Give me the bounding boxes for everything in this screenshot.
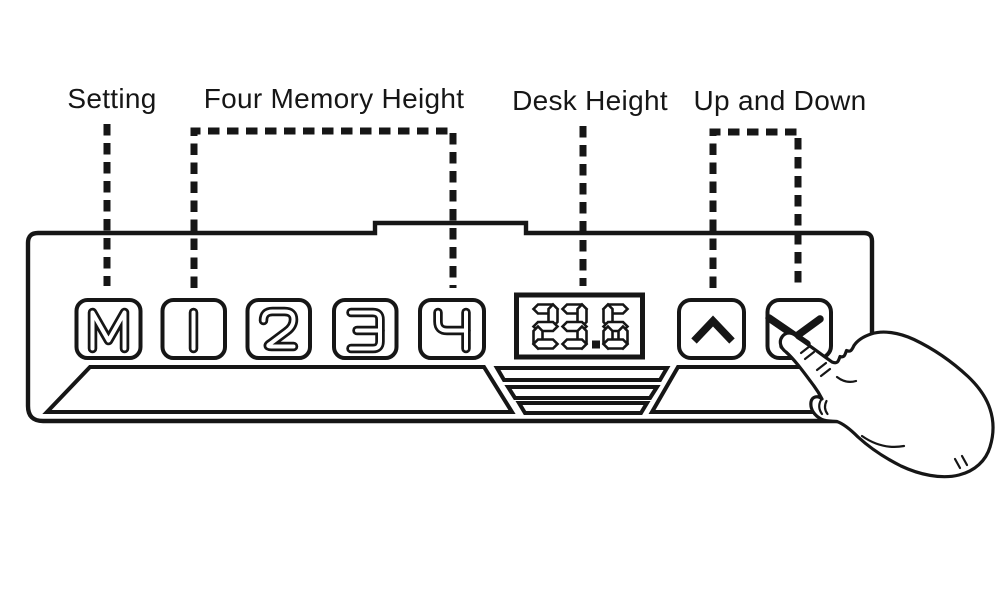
grille-slat: [504, 385, 661, 400]
hand-outline: [778, 330, 995, 479]
memory-preset-4-button[interactable]: [418, 298, 486, 360]
label-desk-height: Desk Height: [512, 85, 668, 116]
memory-preset-1-button[interactable]: [160, 298, 227, 360]
memory-preset-3-glyph: [346, 307, 385, 354]
panel-lower-trim: [42, 365, 864, 415]
memory-preset-2-glyph: [258, 306, 299, 352]
label-up-and-down: Up and Down: [693, 85, 867, 116]
memory-preset-4-glyph: [433, 307, 471, 354]
pointing-hand-illustration: [778, 330, 995, 479]
hand-detail-lines: [799, 344, 969, 470]
grille-slat: [515, 401, 651, 415]
speaker-grille: [493, 366, 671, 415]
left-trim-panel: [42, 365, 516, 414]
grille-slat: [493, 366, 671, 382]
button-face: [74, 298, 143, 360]
memory-set-button[interactable]: [74, 298, 143, 360]
memory-preset-2-button[interactable]: [245, 298, 312, 360]
annotation-lines: [103, 124, 802, 288]
up-button[interactable]: [677, 298, 746, 360]
memory-bracket-line: [190, 127, 457, 288]
button-face: [677, 298, 746, 360]
updown-bracket-line: [709, 128, 802, 288]
chevron-up-icon: [691, 315, 735, 344]
label-setting: Setting: [67, 83, 157, 114]
height-display: [514, 292, 645, 360]
memory-set-glyph: [87, 307, 130, 354]
display-digits: [531, 302, 630, 351]
memory-preset-3-button[interactable]: [332, 298, 399, 360]
label-four-memory-height: Four Memory Height: [203, 83, 465, 114]
